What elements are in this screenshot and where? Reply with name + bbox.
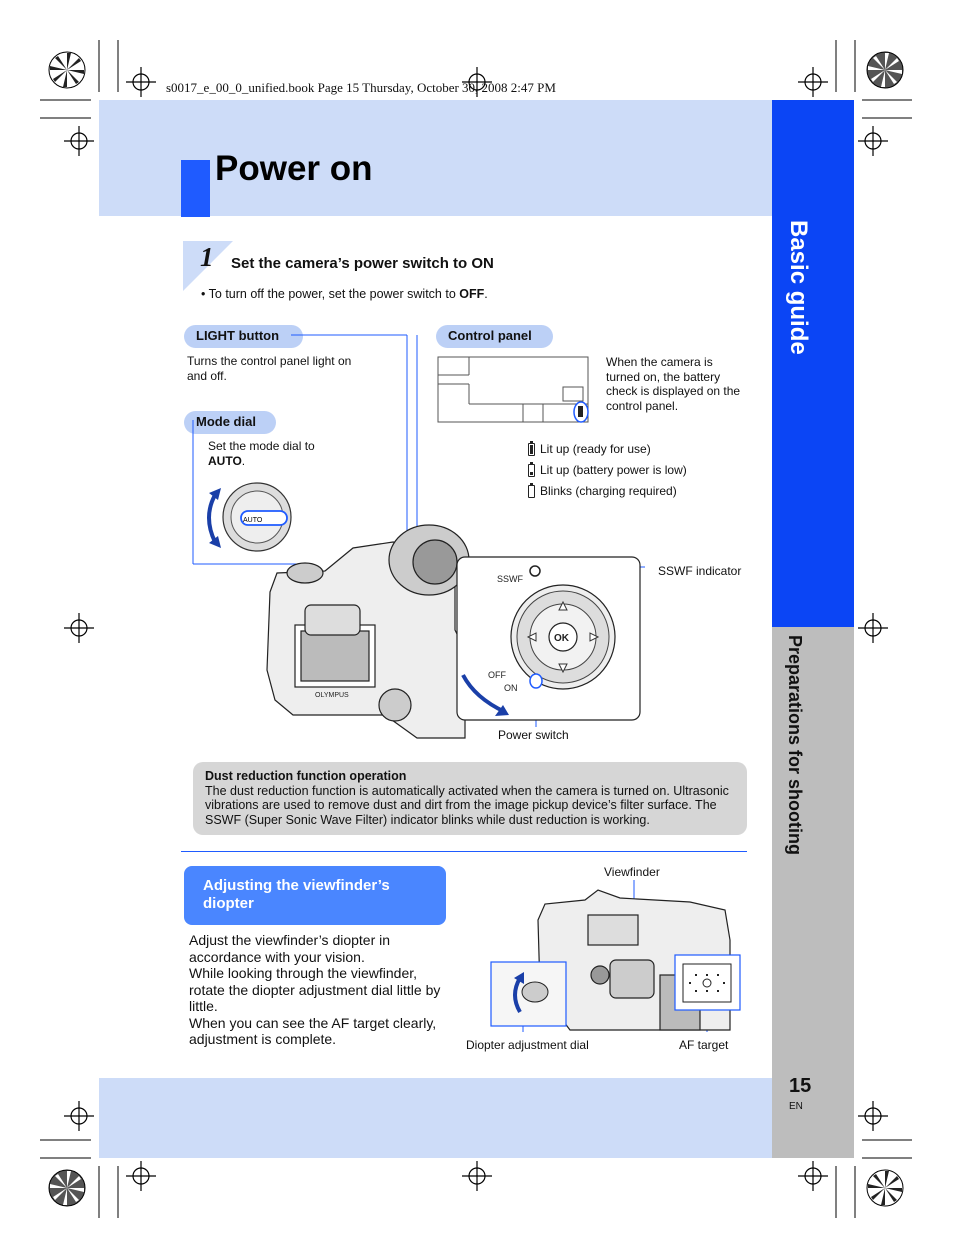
step-marker bbox=[183, 241, 233, 291]
mode-dial-desc-emphasis: AUTO bbox=[208, 453, 242, 468]
battery-full-icon bbox=[528, 440, 535, 456]
step-instruction: Set the camera’s power switch to ON bbox=[231, 255, 494, 272]
control-panel-desc: When the camera is turned on, the batter… bbox=[606, 355, 741, 413]
battery-state-full: Lit up (ready for use) bbox=[528, 440, 651, 456]
ok-label: OK bbox=[554, 633, 570, 644]
title-accent-bar bbox=[181, 160, 210, 217]
side-tab-secondary-label: Preparations for shooting bbox=[785, 635, 805, 856]
footer-band bbox=[99, 1078, 772, 1158]
battery-state-low: Lit up (battery power is low) bbox=[528, 461, 687, 477]
body-paragraph: Adjust the viewfinder’s diopter in accor… bbox=[189, 932, 391, 965]
page-title: Power on bbox=[215, 149, 373, 188]
af-target-label: AF target bbox=[679, 1038, 729, 1052]
control-panel-label: Control panel bbox=[436, 325, 553, 348]
battery-state-text: Lit up (battery power is low) bbox=[540, 463, 687, 477]
page-language: EN bbox=[789, 1101, 803, 1112]
viewfinder-diagram bbox=[490, 880, 741, 1032]
side-tab-primary bbox=[772, 100, 854, 627]
section-divider bbox=[181, 851, 747, 852]
on-label: ON bbox=[504, 683, 518, 693]
viewfinder-section-heading: Adjusting the viewfinder’s diopter bbox=[184, 866, 446, 925]
mode-dial-desc-text: Set the mode dial to bbox=[208, 439, 315, 453]
title-band bbox=[99, 100, 772, 216]
battery-state-empty: Blinks (charging required) bbox=[528, 482, 677, 498]
dust-reduction-text: The dust reduction function is automatic… bbox=[205, 783, 729, 827]
dust-reduction-box: Dust reduction function operation The du… bbox=[193, 762, 747, 835]
mode-dial-label: Mode dial bbox=[184, 411, 276, 434]
battery-state-text: Lit up (ready for use) bbox=[540, 442, 651, 456]
sswf-label: SSWF bbox=[497, 574, 524, 584]
note-text: To turn off the power, set the power swi… bbox=[208, 287, 460, 301]
side-tab-secondary bbox=[772, 627, 854, 1158]
battery-empty-icon bbox=[528, 482, 535, 498]
light-button-label: LIGHT button bbox=[184, 325, 303, 348]
body-paragraph: While looking through the viewfinder, ro… bbox=[189, 965, 441, 1014]
brand-label: OLYMPUS bbox=[315, 692, 349, 699]
battery-state-text: Blinks (charging required) bbox=[540, 484, 677, 498]
page-number: 15 bbox=[789, 1075, 812, 1097]
side-tab-primary-label: Basic guide bbox=[785, 220, 812, 355]
auto-label: AUTO bbox=[243, 517, 263, 524]
note-end: . bbox=[484, 287, 488, 301]
diopter-dial-label: Diopter adjustment dial bbox=[466, 1038, 589, 1052]
camera-diagram: AUTO OLYMPUS SSWF OK OFF ON bbox=[192, 334, 645, 739]
sswf-indicator-label: SSWF indicator bbox=[658, 564, 742, 578]
mode-dial-desc-end: . bbox=[241, 453, 246, 468]
step-note: • To turn off the power, set the power s… bbox=[201, 287, 488, 301]
note-emphasis: OFF bbox=[459, 287, 485, 301]
battery-low-icon bbox=[528, 461, 535, 477]
body-paragraph: When you can see the AF target clearly, … bbox=[189, 1014, 437, 1048]
power-switch-label: Power switch bbox=[498, 728, 569, 742]
step-number: 1 bbox=[200, 242, 214, 272]
off-label: OFF bbox=[488, 670, 506, 680]
viewfinder-label: Viewfinder bbox=[604, 865, 660, 879]
note-bullet: • bbox=[201, 287, 206, 301]
viewfinder-section-body: Adjust the viewfinder’s diopter in accor… bbox=[189, 932, 454, 1048]
light-button-desc: Turns the control panel light on and off… bbox=[187, 354, 352, 383]
dust-reduction-heading: Dust reduction function operation bbox=[205, 769, 407, 783]
mode-dial-desc: Set the mode dial to AUTO. bbox=[208, 439, 338, 468]
print-header: s0017_e_00_0_unified.book Page 15 Thursd… bbox=[166, 80, 556, 95]
